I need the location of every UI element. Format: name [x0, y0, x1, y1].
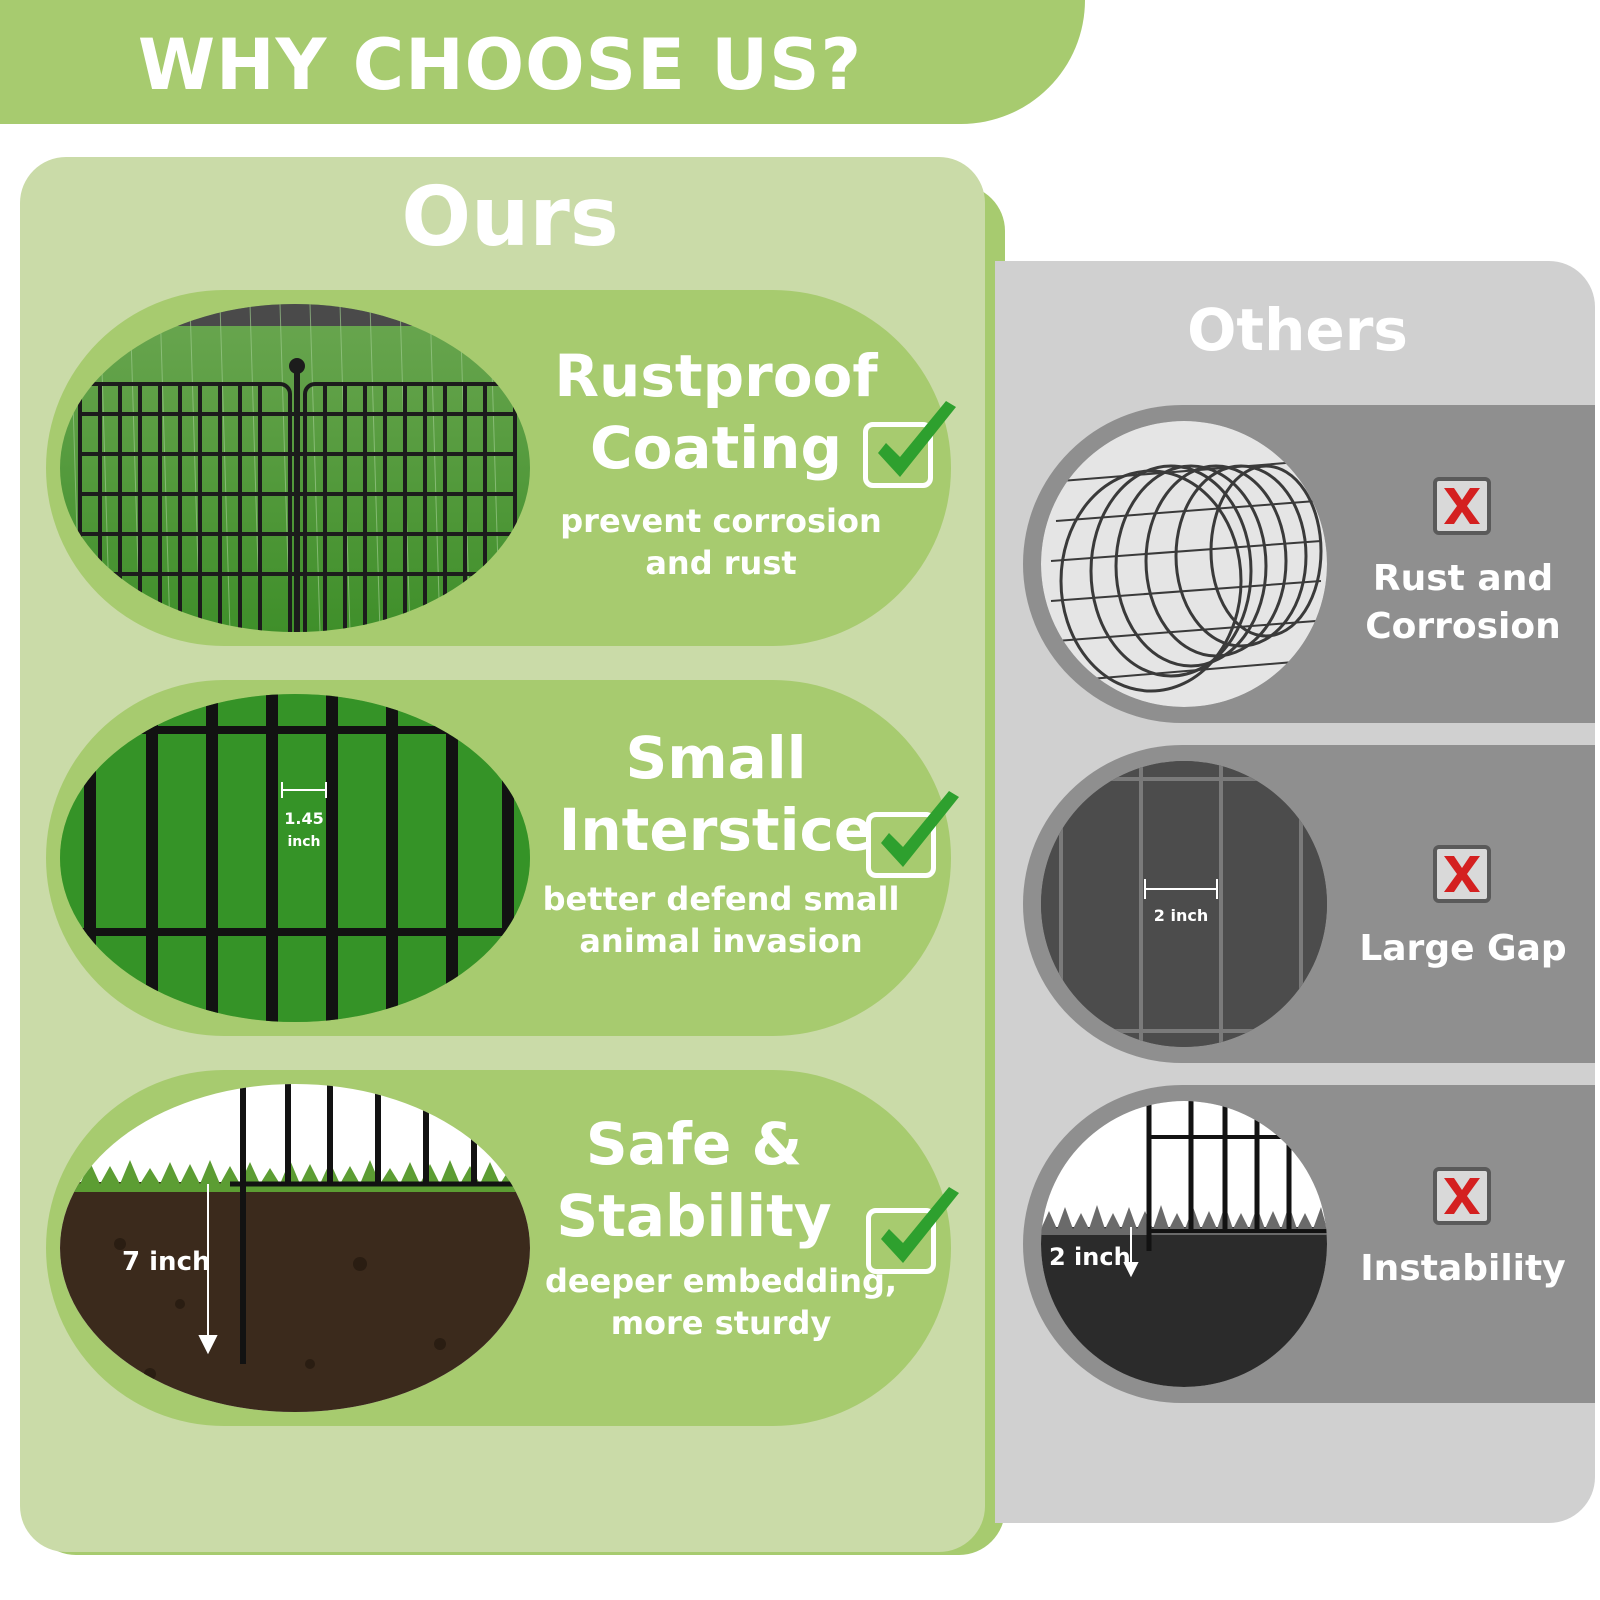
- depth-measure-label: 7 inch: [122, 1247, 211, 1277]
- cross-icon: [1433, 1167, 1491, 1225]
- feature-card-small-interstice: 1.45 inch Small Interstice better defend…: [46, 680, 959, 1036]
- feature-desc-line1: prevent corrosion: [560, 502, 882, 540]
- soil-stake-photo: 7 inch: [60, 1084, 530, 1412]
- feature-desc-line1: deeper embedding,: [544, 1262, 898, 1300]
- gap-measure-label: 2 inch: [1154, 906, 1208, 925]
- cross-icon: [1433, 845, 1491, 903]
- rain-fence-photo: [60, 304, 530, 632]
- feature-title-line1: Safe &: [585, 1110, 803, 1178]
- feature-title-line2: Coating: [590, 414, 842, 482]
- shallow-stake-photo: 2 inch: [1041, 1101, 1327, 1387]
- fence-gap-photo: 1.45 inch: [60, 694, 530, 1022]
- feature-title-line1: Small: [625, 724, 807, 792]
- con-card-large-gap: 2 inch Large Gap: [1023, 745, 1595, 1063]
- feature-title-line2: Stability: [556, 1182, 832, 1250]
- con-card-rust: Rust and Corrosion: [1023, 405, 1595, 723]
- feature-card-stability: 7 inch Safe & Stability deeper embedding…: [46, 1070, 959, 1426]
- feature-title-line1: Rustproof: [554, 342, 878, 410]
- con-label-line2: Corrosion: [1365, 606, 1561, 647]
- feature-card-rustproof: Rustproof Coating prevent corrosion and …: [46, 290, 956, 646]
- con-label-line1: Instability: [1360, 1248, 1566, 1289]
- feature-desc-line2: and rust: [645, 544, 797, 582]
- cross-icon: [1433, 477, 1491, 535]
- check-icon: [863, 401, 956, 488]
- con-label-line1: Large Gap: [1359, 928, 1567, 969]
- wire-roll-photo: [1041, 421, 1327, 707]
- gap-measure-unit: inch: [287, 834, 320, 850]
- wide-mesh-photo: 2 inch: [1041, 761, 1327, 1047]
- others-title: Others: [1187, 296, 1408, 364]
- feature-desc-line2: more sturdy: [610, 1304, 832, 1342]
- page-title: WHY CHOOSE US?: [137, 24, 863, 106]
- check-icon: [866, 791, 959, 878]
- feature-desc-line1: better defend small: [542, 880, 900, 918]
- check-icon: [866, 1187, 959, 1274]
- header-banner: WHY CHOOSE US?: [0, 0, 1085, 124]
- depth-measure-label: 2 inch: [1049, 1243, 1131, 1271]
- ours-title: Ours: [401, 170, 619, 265]
- con-card-instability: 2 inch Instability: [1023, 1085, 1595, 1403]
- feature-desc-line2: animal invasion: [579, 922, 863, 960]
- con-label-line1: Rust and: [1372, 558, 1554, 599]
- feature-title-line2: Interstice: [558, 796, 874, 864]
- gap-measure-label: 1.45: [284, 809, 323, 828]
